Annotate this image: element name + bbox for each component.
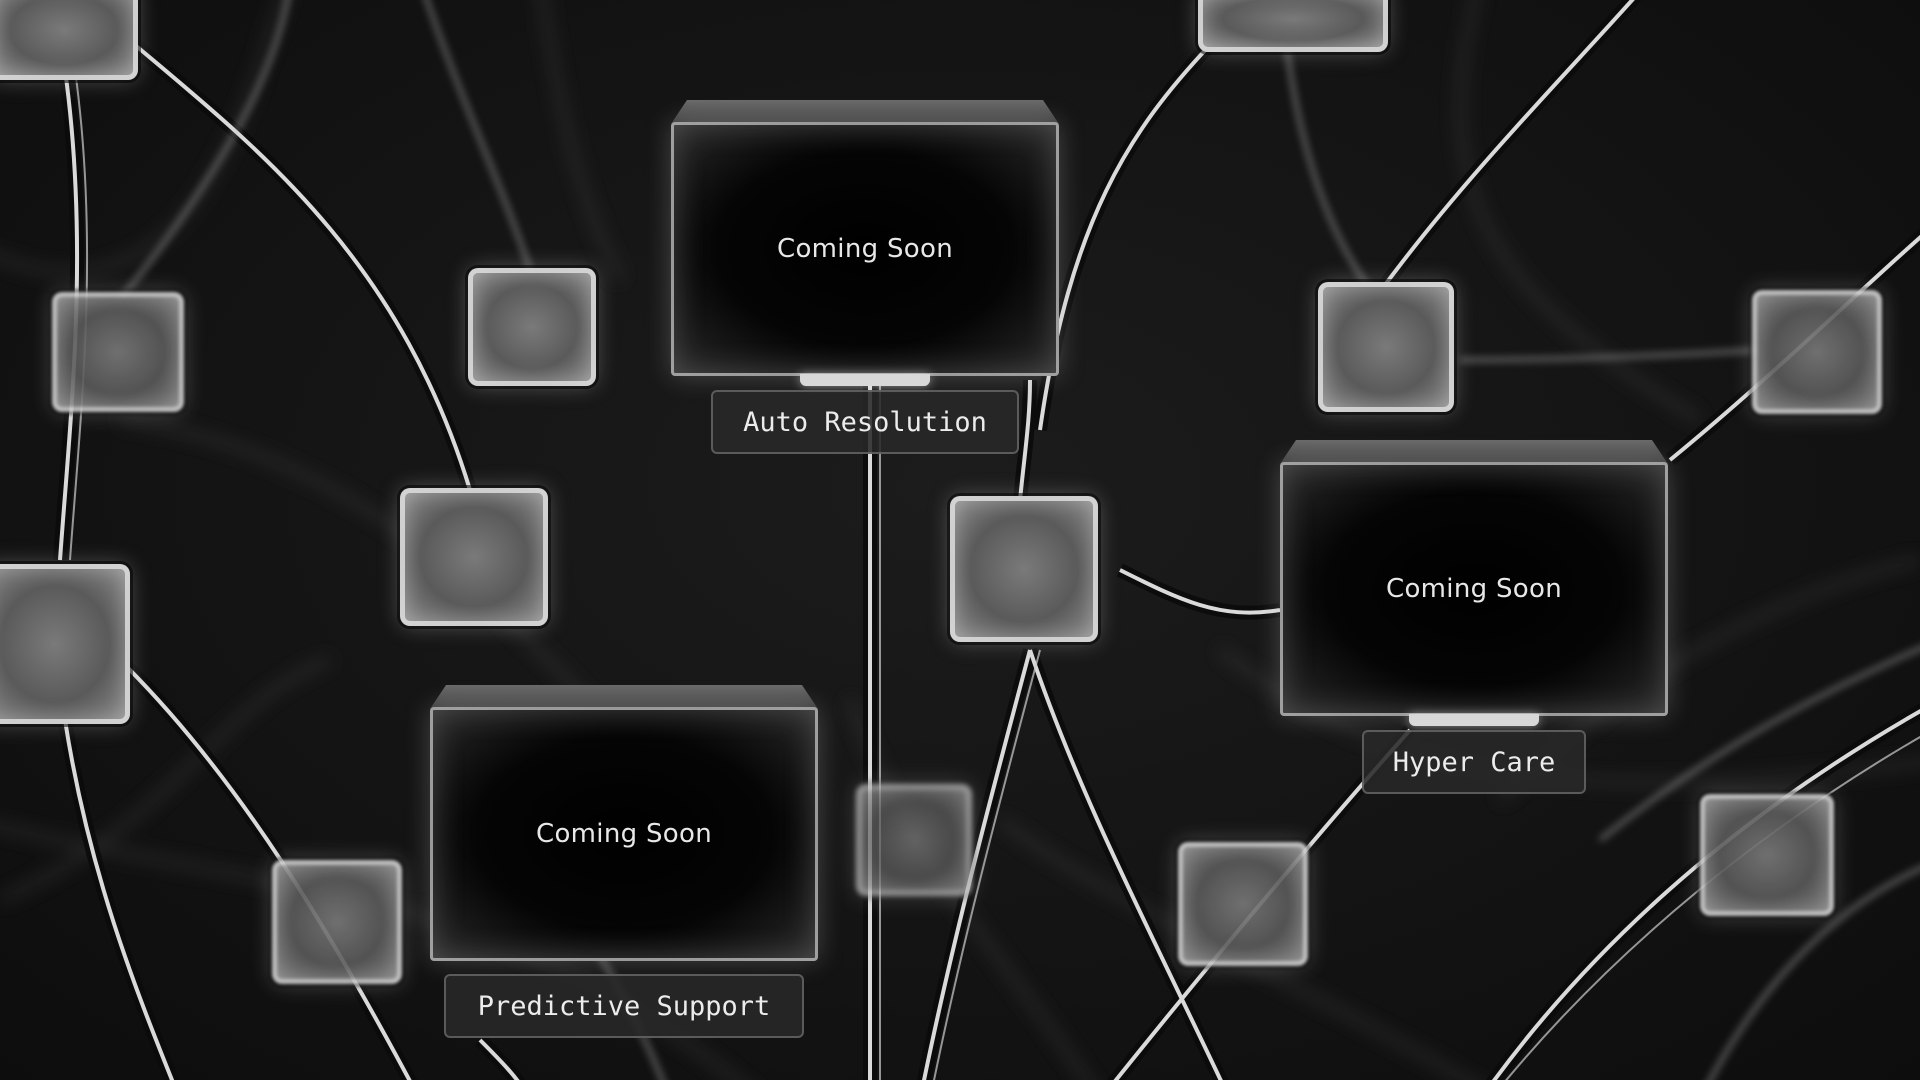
node-cube	[0, 0, 138, 80]
card-connector-tab	[1409, 714, 1539, 726]
predictive-support-card[interactable]: Coming Soon	[430, 685, 818, 961]
auto-resolution-label: Auto Resolution	[711, 390, 1019, 454]
card-face: Coming Soon	[430, 707, 818, 961]
node-cube	[856, 784, 972, 896]
card-face: Coming Soon	[671, 122, 1059, 376]
card-top-face	[430, 685, 818, 709]
card-top-face	[1280, 440, 1668, 464]
hyper-care-label: Hyper Care	[1362, 730, 1586, 794]
node-cube	[468, 268, 596, 386]
node-cube	[0, 564, 130, 724]
node-cube	[400, 488, 548, 626]
node-cube	[1178, 842, 1308, 966]
card-connector-tab	[800, 374, 930, 386]
card-status-text: Coming Soon	[777, 234, 953, 264]
card-face: Coming Soon	[1280, 462, 1668, 716]
card-status-text: Coming Soon	[536, 819, 712, 849]
node-cube	[1198, 0, 1388, 52]
node-cube	[1700, 794, 1834, 916]
predictive-support-label: Predictive Support	[444, 974, 804, 1038]
card-top-face	[671, 100, 1059, 124]
node-cube	[1752, 290, 1882, 414]
node-cube	[1318, 282, 1454, 412]
auto-resolution-card[interactable]: Coming Soon	[671, 100, 1059, 386]
card-status-text: Coming Soon	[1386, 574, 1562, 604]
node-cube	[950, 496, 1098, 642]
hyper-care-card[interactable]: Coming Soon	[1280, 440, 1668, 726]
node-cube	[272, 860, 402, 984]
node-cube	[52, 292, 184, 412]
